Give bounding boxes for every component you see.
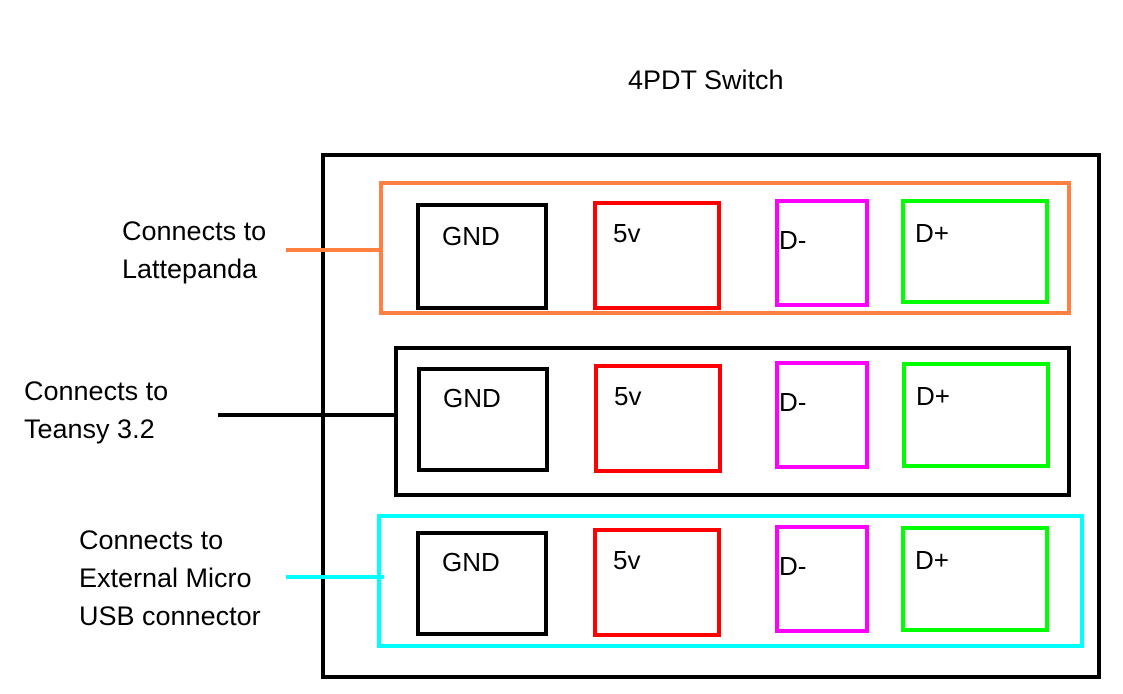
pin-box-5v-3 — [593, 528, 721, 637]
diagram-title-text: 4PDT Switch — [628, 65, 784, 95]
row-label-line: USB connector — [79, 601, 261, 631]
pin-label-dminus: D- — [779, 225, 807, 255]
pin-label-gnd: GND — [442, 221, 500, 251]
pin-box-5v-1 — [593, 201, 721, 310]
diagram-title: 4PDT Switch — [0, 64, 1123, 96]
pin-box-dplus-1 — [901, 199, 1049, 304]
pin-label-5v: 5v — [613, 218, 641, 248]
pin-box-dplus-3 — [901, 526, 1049, 632]
row-label-line: External Micro — [79, 563, 252, 593]
pin-label-dminus: D- — [779, 387, 807, 417]
pin-label-dminus: D- — [779, 551, 807, 581]
pin-label-dplus: D+ — [915, 218, 949, 248]
pin-box-dminus-1 — [775, 199, 869, 307]
pin-box-gnd-1 — [416, 203, 548, 310]
pin-label-gnd: GND — [443, 383, 501, 413]
pin-label-dplus: D+ — [915, 545, 949, 575]
pin-box-dminus-2 — [775, 361, 869, 469]
pin-box-gnd-2 — [417, 367, 549, 472]
row-label-external-usb: Connects to External Micro USB connector — [79, 521, 261, 635]
row-label-teansy: Connects to Teansy 3.2 — [24, 372, 168, 448]
row-label-line: Connects to — [79, 525, 224, 555]
pin-label-5v: 5v — [613, 545, 641, 575]
row-label-line: Teansy 3.2 — [24, 414, 155, 444]
pin-label-gnd: GND — [442, 547, 500, 577]
row-label-line: Connects to — [122, 216, 267, 246]
row-label-line: Lattepanda — [122, 254, 258, 284]
row-label-lattepanda: Connects to Lattepanda — [122, 212, 266, 288]
pin-box-dminus-3 — [775, 525, 869, 633]
switch-body — [321, 153, 1101, 679]
pin-label-dplus: D+ — [916, 381, 950, 411]
pin-box-dplus-2 — [902, 362, 1050, 468]
pin-box-5v-2 — [594, 364, 722, 473]
pin-box-gnd-3 — [416, 531, 548, 636]
group-frame-external-usb — [377, 514, 1084, 648]
group-frame-teansy — [394, 346, 1071, 497]
pin-label-5v: 5v — [614, 381, 642, 411]
row-label-line: Connects to — [24, 376, 169, 406]
